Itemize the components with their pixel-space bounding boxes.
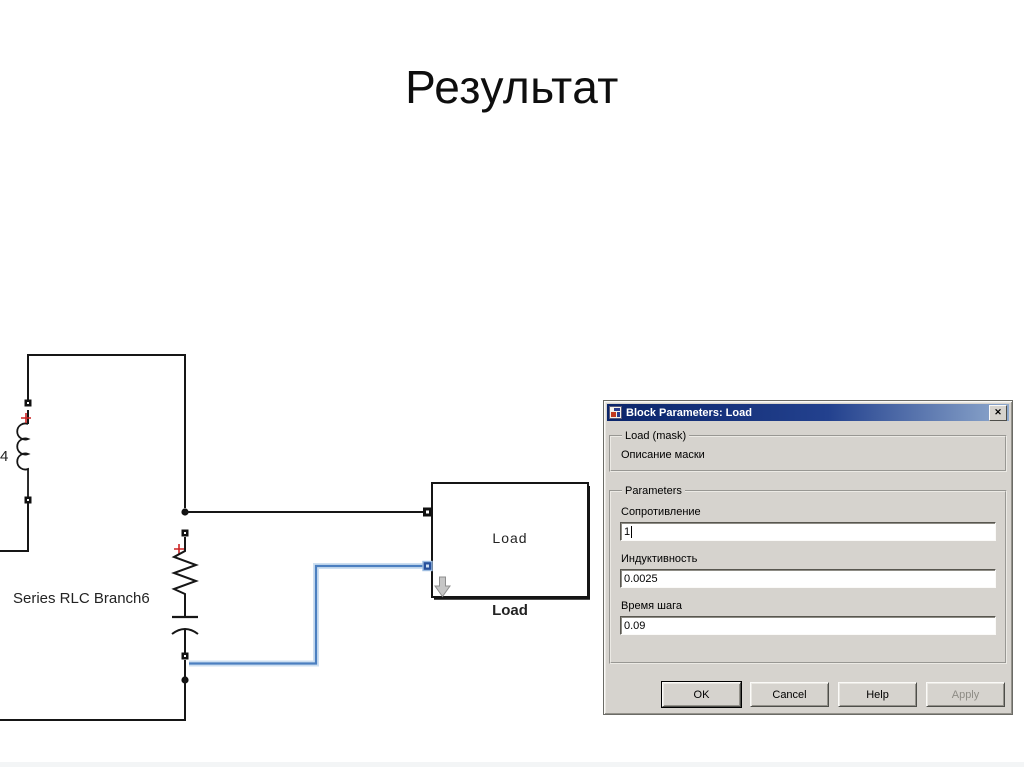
mask-group-title: Load (mask) [625,430,687,442]
inductance-label: Индуктивность [621,553,698,565]
step-time-input[interactable]: 0.09 [620,616,996,635]
inductor-coil[interactable] [16,422,31,498]
resistance-label: Сопротивление [621,506,701,518]
resistance-value: 1 [624,525,631,538]
port-pinhole [184,655,186,657]
block-parameters-dialog: Block Parameters: Load ✕ Load (mask) Опи… [603,400,1013,715]
parameters-groupbox: Parameters Сопротивление 1 Индуктивность… [609,485,1007,664]
polarity-plus-icon [174,544,184,554]
ok-button[interactable]: OK [661,681,742,708]
port-pinhole [426,564,429,568]
cancel-button[interactable]: Cancel [750,682,829,707]
load-block-shadow [434,486,590,600]
resistance-input[interactable]: 1 [620,522,996,541]
dialog-button-row: OK Cancel Help Apply [604,681,1012,708]
mask-groupbox: Load (mask) Описание маски [609,430,1007,472]
polarity-plus-icon [21,413,31,423]
dialog-title: Block Parameters: Load [626,406,752,419]
slide-title: Результат [405,61,619,113]
help-button[interactable]: Help [838,682,917,707]
capacitor-plate-bottom [171,628,199,635]
load-block-text: Load [492,530,527,546]
port-pinhole [184,532,186,534]
wire-bottom-return[interactable] [0,660,186,721]
slide-edge-strip [0,762,1024,767]
port-pinhole [426,510,429,514]
simulink-app-icon [609,406,622,419]
selected-wire-halo [189,563,423,667]
inductance-value: 0.0025 [624,572,658,585]
parameters-group-title: Parameters [625,485,682,497]
rlc-branch-label: Series RLC Branch6 [13,590,150,607]
port-pinhole [27,499,29,501]
wire-left-bottom[interactable] [0,503,29,552]
left-branch-label: 4 [0,448,8,465]
selected-wire[interactable] [189,564,423,665]
text-caret [631,525,633,538]
mask-description: Описание маски [621,449,705,461]
down-arrow-icon [434,576,451,598]
dialog-titlebar[interactable]: Block Parameters: Load ✕ [607,404,1009,421]
step-time-label: Время шага [621,600,682,612]
resistor-symbol[interactable] [171,537,199,617]
inductance-input[interactable]: 0.0025 [620,569,996,588]
close-icon[interactable]: ✕ [989,404,1007,421]
apply-button: Apply [926,682,1005,707]
step-time-value: 0.09 [624,619,646,632]
port-pinhole [27,402,29,404]
load-block-caption: Load [492,602,528,619]
wire-top-loop[interactable] [27,354,186,508]
